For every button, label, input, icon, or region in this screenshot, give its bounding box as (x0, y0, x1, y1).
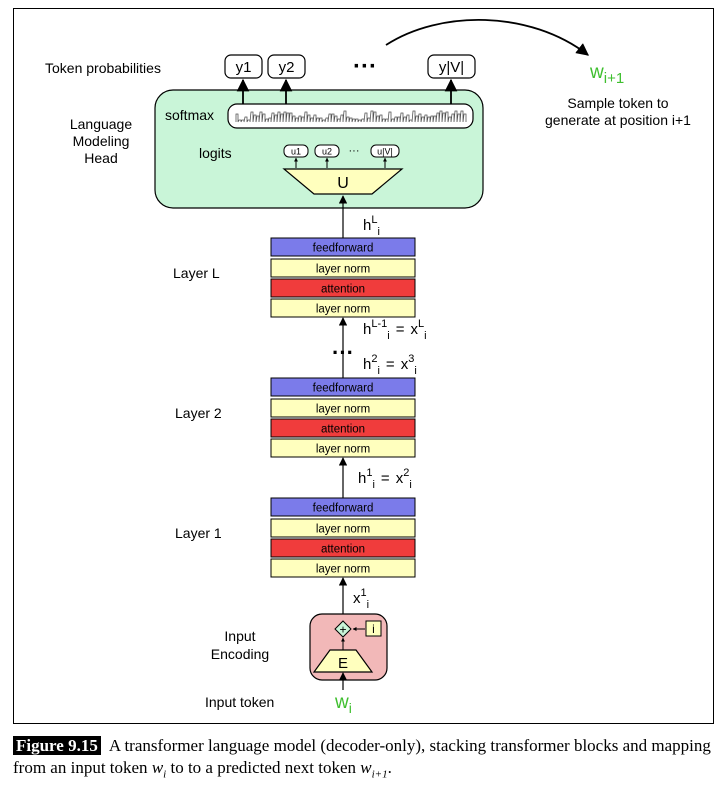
caption-wi: wi (151, 758, 167, 781)
layer-2-feedforward-label: feedforward (313, 383, 374, 395)
logit-u1: u1 (283, 144, 309, 158)
caption-text-b: to to a predicted next token (166, 758, 361, 777)
layer-2-norm-1-label: layer norm (316, 404, 370, 416)
token-probabilities-label: Token probabilities (45, 60, 161, 76)
layer-2-attention-label: attention (321, 424, 365, 436)
head-title-line-1: Language (70, 116, 133, 132)
logits-label: logits (199, 145, 232, 161)
layer-L-feedforward-label: feedforward (313, 243, 374, 255)
sample-description: Sample token to generate at position i+1 (545, 95, 691, 128)
layer-1-stack: feedforward layer norm attention layer n… (270, 497, 416, 578)
input-token: wi (334, 692, 352, 716)
hidden-state-top: hLi (363, 214, 380, 238)
layer-1-label: Layer 1 (175, 525, 222, 541)
layer-2-norm-1 (270, 398, 416, 418)
layer-1-norm-2-label: layer norm (316, 564, 370, 576)
add-symbol: + (339, 623, 346, 637)
layer-L-attention-label: attention (321, 284, 365, 296)
layer-1-norm-1-label: layer norm (316, 524, 370, 536)
layer-1-feedforward (270, 497, 416, 517)
position-box (365, 620, 382, 637)
sampled-token: wi+1 (589, 62, 624, 87)
output-token-y2: y2 (267, 54, 306, 79)
position-label: i (372, 622, 375, 636)
hidden-state-between-L: hL-1i=xLi (363, 318, 427, 342)
add-node (334, 620, 352, 638)
layer-2-label: Layer 2 (175, 405, 222, 421)
sample-description-line-1: Sample token to (567, 95, 668, 111)
layer-1-feedforward-label: feedforward (313, 503, 374, 515)
layer-1-norm-2 (270, 558, 416, 578)
output-token-y2-label: y2 (279, 59, 295, 76)
figure-frame (13, 8, 714, 724)
input-vector-label: x1i (353, 587, 369, 611)
sample-description-line-2: generate at position i+1 (545, 112, 691, 128)
layer-1-attention-label: attention (321, 544, 365, 556)
embedding-trapezoid (312, 649, 374, 673)
caption-text-c: . (387, 758, 392, 777)
layer-L-norm-1-label: layer norm (316, 264, 370, 276)
layer-1-norm-1 (270, 518, 416, 538)
sample-arc-arrow (385, 19, 589, 56)
hidden-state-between-1: h1i=x2i (358, 467, 412, 491)
head-title: Language Modeling Head (70, 116, 133, 166)
layer-L-feedforward (270, 237, 416, 257)
layer-L-stack: feedforward layer norm attention layer n… (270, 237, 416, 318)
layer-2-feedforward (270, 377, 416, 397)
layer-L-attention (270, 278, 416, 298)
layer-L-label: Layer L (173, 265, 220, 281)
logits-ellipsis: ··· (349, 145, 360, 157)
output-token-y1: y1 (224, 54, 263, 79)
layer-L-norm-2-label: layer norm (316, 304, 370, 316)
embedding-label: E (338, 655, 348, 672)
stack-ellipsis: ··· (332, 340, 354, 365)
output-token-yV-label: y|V| (439, 59, 464, 76)
caption-text-a: A transformer language model (decoder-on… (13, 736, 711, 777)
input-encoding-title: Input Encoding (211, 628, 269, 662)
layer-2-stack: feedforward layer norm attention layer n… (270, 377, 416, 458)
layer-2-attention (270, 418, 416, 438)
softmax-distribution-icon (235, 110, 467, 123)
output-token-y1-label: y1 (236, 59, 252, 76)
softmax-label: softmax (165, 107, 214, 123)
input-encoding-line-1: Input (224, 628, 255, 644)
logit-u2-label: u2 (322, 147, 332, 157)
layer-1-attention (270, 538, 416, 558)
layer-L-norm-1 (270, 258, 416, 278)
hidden-state-between-2: h2i=x3i (363, 353, 417, 377)
layer-2-norm-2 (270, 438, 416, 458)
head-title-line-3: Head (84, 150, 117, 166)
layer-L-norm-2 (270, 298, 416, 318)
caption-wi1: wi+1 (360, 758, 388, 781)
transformer-diagram: Token probabilities Language Modeling He… (45, 19, 691, 716)
logit-uV-label: u|V| (377, 147, 393, 157)
logit-uV: u|V| (370, 144, 400, 158)
logit-u2: u2 (314, 144, 340, 158)
figure-label: Figure 9.15 (13, 736, 101, 755)
head-title-line-2: Modeling (73, 133, 130, 149)
layer-2-norm-2-label: layer norm (316, 444, 370, 456)
output-ellipsis: ··· (353, 53, 377, 80)
input-encoding-line-2: Encoding (211, 646, 269, 662)
output-token-yV: y|V| (427, 54, 476, 79)
unembedding-trapezoid (282, 168, 404, 195)
logit-u1-label: u1 (291, 147, 301, 157)
unembedding-label: U (337, 175, 349, 192)
input-token-label: Input token (205, 694, 274, 710)
